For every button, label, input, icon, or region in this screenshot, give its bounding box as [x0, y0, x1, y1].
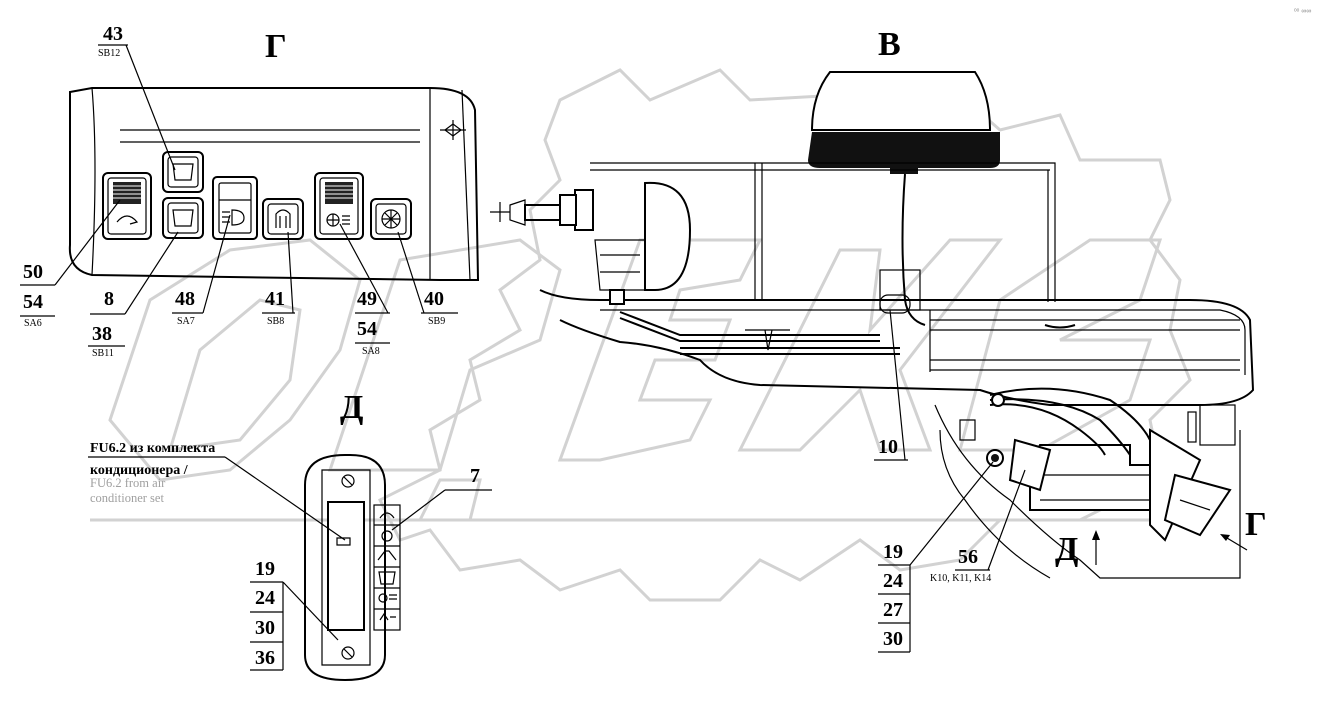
svg-text:24: 24 [255, 587, 275, 609]
callout-10: 10 [874, 309, 908, 461]
svg-text:SB8: SB8 [267, 316, 284, 327]
svg-text:SA8: SA8 [362, 346, 380, 357]
svg-text:10: 10 [878, 436, 898, 458]
window-icon [172, 163, 194, 181]
callout-50: 50 [20, 199, 121, 286]
switch-slots [113, 182, 141, 204]
view-arrow-g: Г [1220, 506, 1267, 551]
view-label-v: В [878, 26, 901, 63]
svg-text:Г: Г [1245, 506, 1267, 543]
svg-text:56: 56 [958, 546, 978, 568]
heater-icon-small [379, 612, 396, 621]
svg-text:40: 40 [424, 288, 444, 310]
svg-text:SB11: SB11 [92, 348, 114, 359]
svg-text:48: 48 [175, 288, 195, 310]
callout-7: 7 [391, 465, 492, 531]
svg-text:36: 36 [255, 647, 275, 669]
watermark-gear [90, 68, 1192, 602]
svg-text:49: 49 [357, 288, 377, 310]
window-icon-2 [172, 209, 194, 227]
callout-40: 40 SB9 [397, 231, 458, 327]
view-label-d: Д [340, 389, 363, 426]
callout-54-sa8: 54 SA8 [355, 318, 390, 357]
svg-text:FU6.2 from air: FU6.2 from air [90, 476, 166, 490]
fuse-note: FU6.2 из комплекта кондиционера / FU6.2 … [88, 441, 346, 541]
corner-mark: ᵒᵒ ∞∞ [1294, 8, 1311, 15]
callout-41: 41 SB8 [262, 231, 295, 327]
callout-49: 49 [339, 223, 390, 314]
callouts-19-30-right: 19 24 27 30 [878, 461, 994, 653]
svg-text:24: 24 [883, 570, 903, 592]
wiper-icon [116, 215, 139, 225]
svg-text:43: 43 [103, 23, 123, 45]
callouts-19-36-left: 19 24 30 36 [250, 558, 339, 671]
svg-text:30: 30 [255, 617, 275, 639]
svg-text:SB9: SB9 [428, 316, 445, 327]
svg-text:SA7: SA7 [177, 316, 195, 327]
svg-text:кондиционера /: кондиционера / [90, 463, 189, 478]
lamp-icon [379, 512, 395, 519]
window-switch-sb11 [162, 197, 204, 239]
callout-54-sa6: 54 SA6 [20, 291, 55, 329]
view-label-g: Г [265, 28, 287, 65]
wiper-icon-small [377, 550, 397, 561]
svg-text:7: 7 [470, 465, 480, 487]
rear-window-switch-sb12 [162, 151, 204, 193]
view-arrow-d: Д [1055, 530, 1100, 568]
switch-panel-view-g [68, 87, 480, 281]
gear-icon [381, 530, 393, 542]
lamp-switch-sa7 [212, 176, 258, 240]
svg-text:8: 8 [104, 288, 114, 310]
heater-icon [275, 209, 291, 228]
headlamp-icon [222, 209, 245, 226]
callout-56: 56 K10, K11, K14 [930, 469, 1026, 584]
svg-text:SA6: SA6 [24, 318, 42, 329]
svg-text:SB12: SB12 [98, 48, 120, 59]
svg-text:41: 41 [265, 288, 285, 310]
overhead-assembly [490, 71, 1255, 579]
svg-text:conditioner set: conditioner set [90, 491, 164, 505]
fuse-fu6-2 [327, 501, 365, 631]
window-icon-small [378, 571, 396, 585]
svg-text:K10, K11, K14: K10, K11, K14 [930, 573, 991, 584]
svg-text:27: 27 [883, 599, 903, 621]
svg-text:19: 19 [255, 558, 275, 580]
svg-text:54: 54 [23, 291, 43, 313]
svg-text:54: 54 [357, 318, 377, 340]
callout-48: 48 SA7 [172, 214, 231, 327]
callout-43: 43 SB12 [98, 23, 176, 171]
callout-8: 8 [90, 231, 179, 315]
svg-text:Д: Д [1055, 531, 1078, 568]
fuse-block-view-d [304, 454, 401, 682]
fan-icon [326, 213, 350, 227]
heater-switch-sb8 [262, 198, 304, 240]
svg-text:50: 50 [23, 261, 43, 283]
fan-icon-small [378, 593, 388, 603]
callout-38: 38 SB11 [88, 323, 125, 359]
svg-text:FU6.2 из комплекта: FU6.2 из комплекта [90, 441, 215, 456]
svg-text:38: 38 [92, 323, 112, 345]
svg-text:30: 30 [883, 628, 903, 650]
svg-text:19: 19 [883, 541, 903, 563]
